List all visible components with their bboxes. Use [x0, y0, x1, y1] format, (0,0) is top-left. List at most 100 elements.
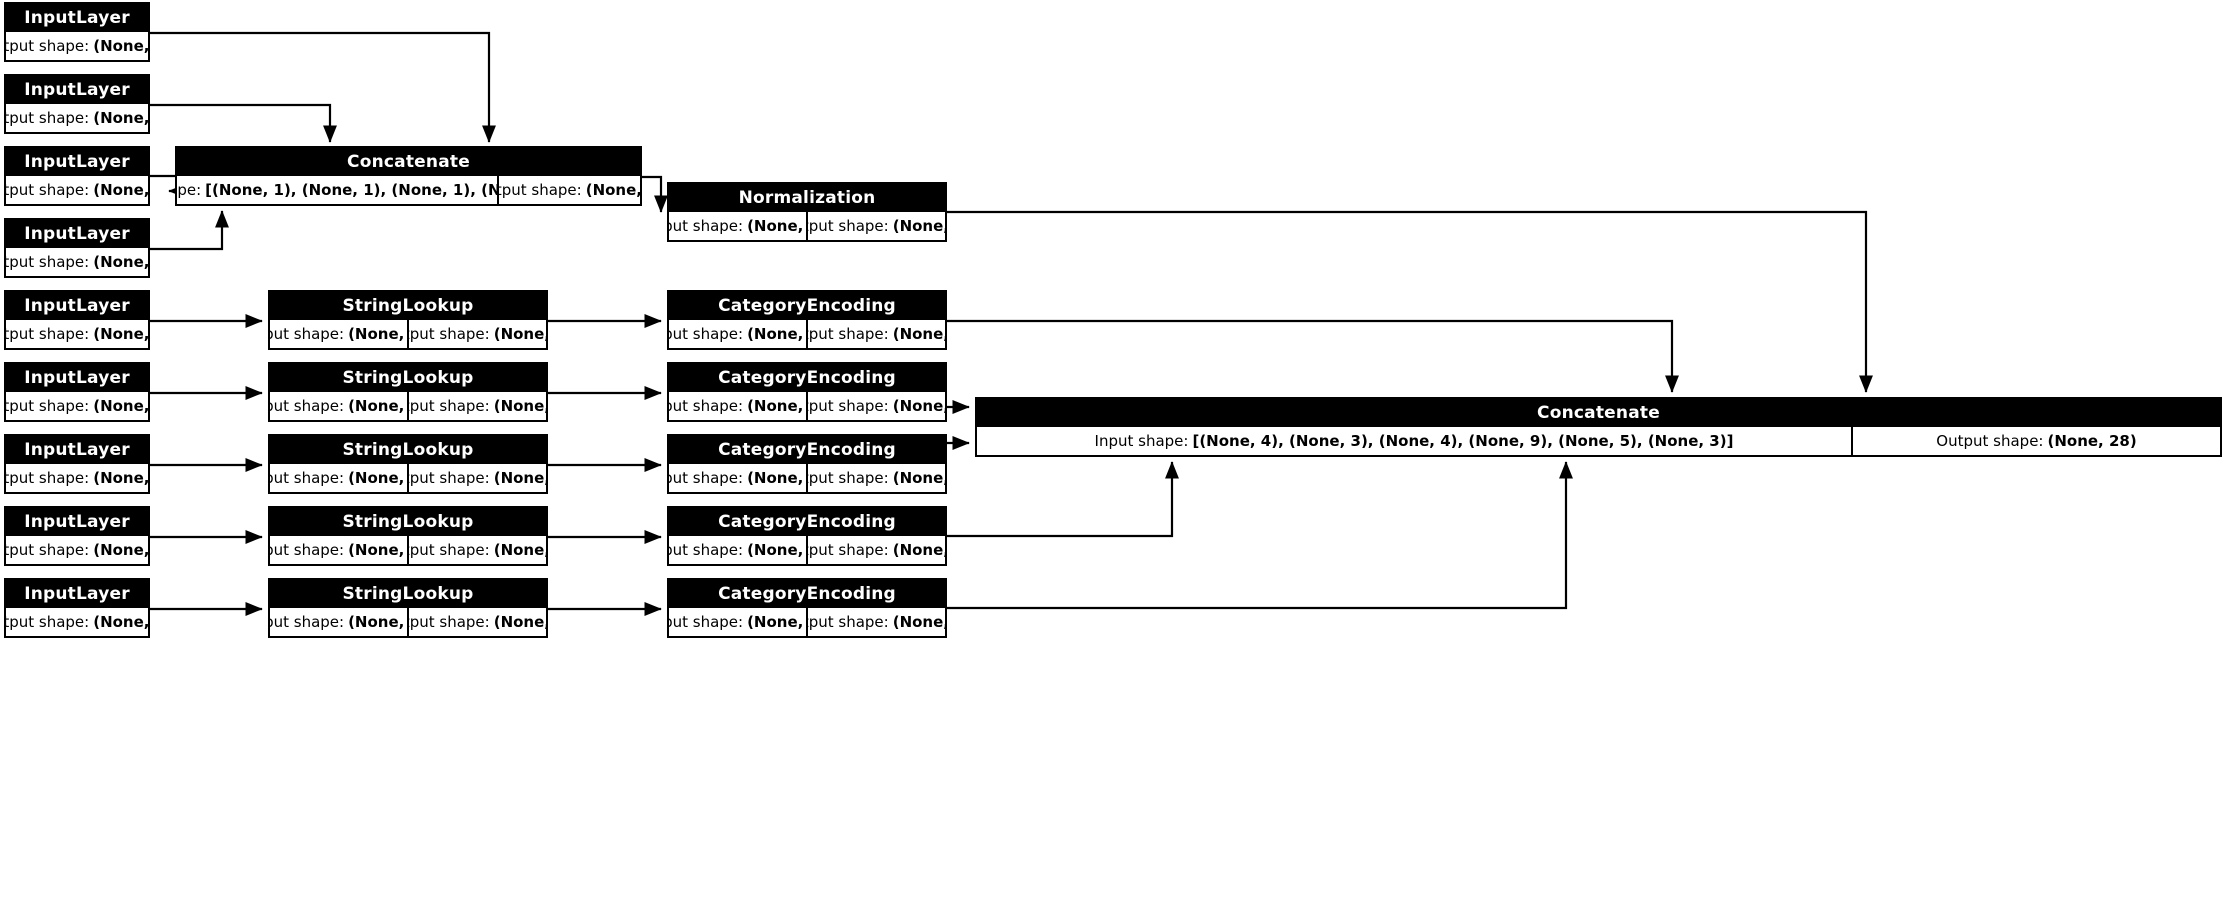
node-input_cat_2[interactable]: InputLayerOutput shape:(None, 1)	[4, 362, 150, 422]
shape-value: (None, 3)	[892, 613, 945, 631]
shape-label: Output shape:	[409, 325, 490, 343]
node-title-input_cat_4: InputLayer	[6, 508, 148, 536]
node-lookup_5[interactable]: StringLookupInput shape:(None, 1)Output …	[268, 578, 548, 638]
node-shapes-lookup_4: Input shape:(None, 1)Output shape:(None,…	[270, 536, 546, 564]
node-input_num_2[interactable]: InputLayerOutput shape:(None, 1)	[4, 74, 150, 134]
edge-input_num_4-to-concat_numeric	[150, 210, 230, 251]
node-input_cat_3[interactable]: InputLayerOutput shape:(None, 1)	[4, 434, 150, 494]
shape-value: (None, 1)	[93, 253, 148, 271]
shape-input-concat_all: Input shape:[(None, 4), (None, 3), (None…	[977, 427, 1851, 455]
node-encode_4[interactable]: CategoryEncodingInput shape:(None, 1)Out…	[667, 506, 947, 566]
shape-input-concat_numeric: Input shape:[(None, 1), (None, 1), (None…	[177, 176, 497, 204]
shape-label: Input shape:	[669, 613, 744, 631]
node-title-lookup_5: StringLookup	[270, 580, 546, 608]
shape-output-input_num_1: Output shape:(None, 1)	[6, 32, 148, 60]
node-shapes-concat_numeric: Input shape:[(None, 1), (None, 1), (None…	[177, 176, 640, 204]
shape-input-lookup_5: Input shape:(None, 1)	[270, 608, 407, 636]
shape-label: Output shape:	[499, 181, 582, 199]
shape-output-lookup_3: Output shape:(None, 1)	[409, 464, 546, 492]
shape-output-input_cat_1: Output shape:(None, 1)	[6, 320, 148, 348]
shape-label: Output shape:	[808, 397, 889, 415]
node-title-lookup_1: StringLookup	[270, 292, 546, 320]
node-shapes-input_num_3: Output shape:(None, 1)	[6, 176, 148, 204]
shape-input-normalization: Input shape:(None, 4)	[669, 212, 806, 240]
node-encode_2[interactable]: CategoryEncodingInput shape:(None, 1)Out…	[667, 362, 947, 422]
shape-value: (None, 1)	[348, 469, 407, 487]
node-encode_1[interactable]: CategoryEncodingInput shape:(None, 1)Out…	[667, 290, 947, 350]
shape-label: Input shape:	[270, 397, 345, 415]
shape-output-input_num_3: Output shape:(None, 1)	[6, 176, 148, 204]
shape-label: Input shape:	[669, 325, 744, 343]
shape-label: Output shape:	[808, 325, 889, 343]
shape-value: [(None, 4), (None, 3), (None, 4), (None,…	[1192, 432, 1734, 450]
edge-normalization-to-concat_all	[947, 210, 1874, 393]
shape-value: (None, 1)	[93, 37, 148, 55]
shape-label: Output shape:	[6, 469, 90, 487]
node-title-lookup_2: StringLookup	[270, 364, 546, 392]
shape-value: (None, 1)	[93, 541, 148, 559]
node-input_cat_1[interactable]: InputLayerOutput shape:(None, 1)	[4, 290, 150, 350]
node-encode_3[interactable]: CategoryEncodingInput shape:(None, 1)Out…	[667, 434, 947, 494]
shape-label: Input shape:	[270, 541, 345, 559]
shape-value: (None, 28)	[2047, 432, 2137, 450]
shape-output-lookup_2: Output shape:(None, 1)	[409, 392, 546, 420]
node-shapes-input_cat_4: Output shape:(None, 1)	[6, 536, 148, 564]
node-title-encode_2: CategoryEncoding	[669, 364, 945, 392]
node-lookup_4[interactable]: StringLookupInput shape:(None, 1)Output …	[268, 506, 548, 566]
shape-label: Input shape:	[270, 325, 345, 343]
node-shapes-input_cat_2: Output shape:(None, 1)	[6, 392, 148, 420]
node-input_cat_5[interactable]: InputLayerOutput shape:(None, 1)	[4, 578, 150, 638]
node-shapes-input_num_4: Output shape:(None, 1)	[6, 248, 148, 276]
node-shapes-encode_5: Input shape:(None, 1)Output shape:(None,…	[669, 608, 945, 636]
shape-label: Input shape:	[669, 397, 744, 415]
shape-label: Output shape:	[409, 469, 490, 487]
node-title-input_num_2: InputLayer	[6, 76, 148, 104]
node-shapes-encode_3: Input shape:(None, 1)Output shape:(None,…	[669, 464, 945, 492]
shape-label: Output shape:	[808, 541, 889, 559]
shape-output-concat_numeric: Output shape:(None, 4)	[499, 176, 640, 204]
shape-output-concat_all: Output shape:(None, 28)	[1853, 427, 2220, 455]
shape-label: Input shape:	[669, 217, 744, 235]
shape-label: Input shape:	[1094, 432, 1189, 450]
node-title-input_num_3: InputLayer	[6, 148, 148, 176]
node-input_cat_4[interactable]: InputLayerOutput shape:(None, 1)	[4, 506, 150, 566]
node-input_num_1[interactable]: InputLayerOutput shape:(None, 1)	[4, 2, 150, 62]
shape-input-encode_1: Input shape:(None, 1)	[669, 320, 806, 348]
shape-output-encode_5: Output shape:(None, 3)	[808, 608, 945, 636]
node-title-input_cat_2: InputLayer	[6, 364, 148, 392]
node-shapes-normalization: Input shape:(None, 4)Output shape:(None,…	[669, 212, 945, 240]
shape-label: Input shape:	[669, 469, 744, 487]
node-shapes-encode_4: Input shape:(None, 1)Output shape:(None,…	[669, 536, 945, 564]
shape-value: (None, 1)	[493, 397, 546, 415]
node-shapes-input_num_2: Output shape:(None, 1)	[6, 104, 148, 132]
shape-output-lookup_4: Output shape:(None, 1)	[409, 536, 546, 564]
shape-value: (None, 4)	[747, 217, 806, 235]
node-title-encode_1: CategoryEncoding	[669, 292, 945, 320]
shape-label: Output shape:	[808, 613, 889, 631]
shape-input-lookup_4: Input shape:(None, 1)	[270, 536, 407, 564]
node-shapes-lookup_3: Input shape:(None, 1)Output shape:(None,…	[270, 464, 546, 492]
shape-output-encode_1: Output shape:(None, 3)	[808, 320, 945, 348]
shape-output-input_cat_4: Output shape:(None, 1)	[6, 536, 148, 564]
shape-label: Output shape:	[409, 613, 490, 631]
node-lookup_1[interactable]: StringLookupInput shape:(None, 1)Output …	[268, 290, 548, 350]
node-title-input_cat_1: InputLayer	[6, 292, 148, 320]
shape-label: Output shape:	[6, 109, 90, 127]
node-encode_5[interactable]: CategoryEncodingInput shape:(None, 1)Out…	[667, 578, 947, 638]
node-lookup_2[interactable]: StringLookupInput shape: (None, 1)Output …	[268, 362, 548, 422]
shape-value: (None, 1)	[348, 325, 407, 343]
shape-output-lookup_1: Output shape:(None, 1)	[409, 320, 546, 348]
shape-value: (None, 1)	[493, 613, 546, 631]
shape-label: Output shape:	[1936, 432, 2044, 450]
node-input_num_3[interactable]: InputLayerOutput shape:(None, 1)	[4, 146, 150, 206]
shape-input-encode_5: Input shape:(None, 1)	[669, 608, 806, 636]
shape-value: (None, 1)	[93, 325, 148, 343]
shape-value: (None, 1)	[747, 613, 806, 631]
node-normalization[interactable]: NormalizationInput shape:(None, 4)Output…	[667, 182, 947, 242]
node-lookup_3[interactable]: StringLookupInput shape:(None, 1)Output …	[268, 434, 548, 494]
node-input_num_4[interactable]: InputLayerOutput shape:(None, 1)	[4, 218, 150, 278]
shape-label: Input shape:	[270, 613, 345, 631]
